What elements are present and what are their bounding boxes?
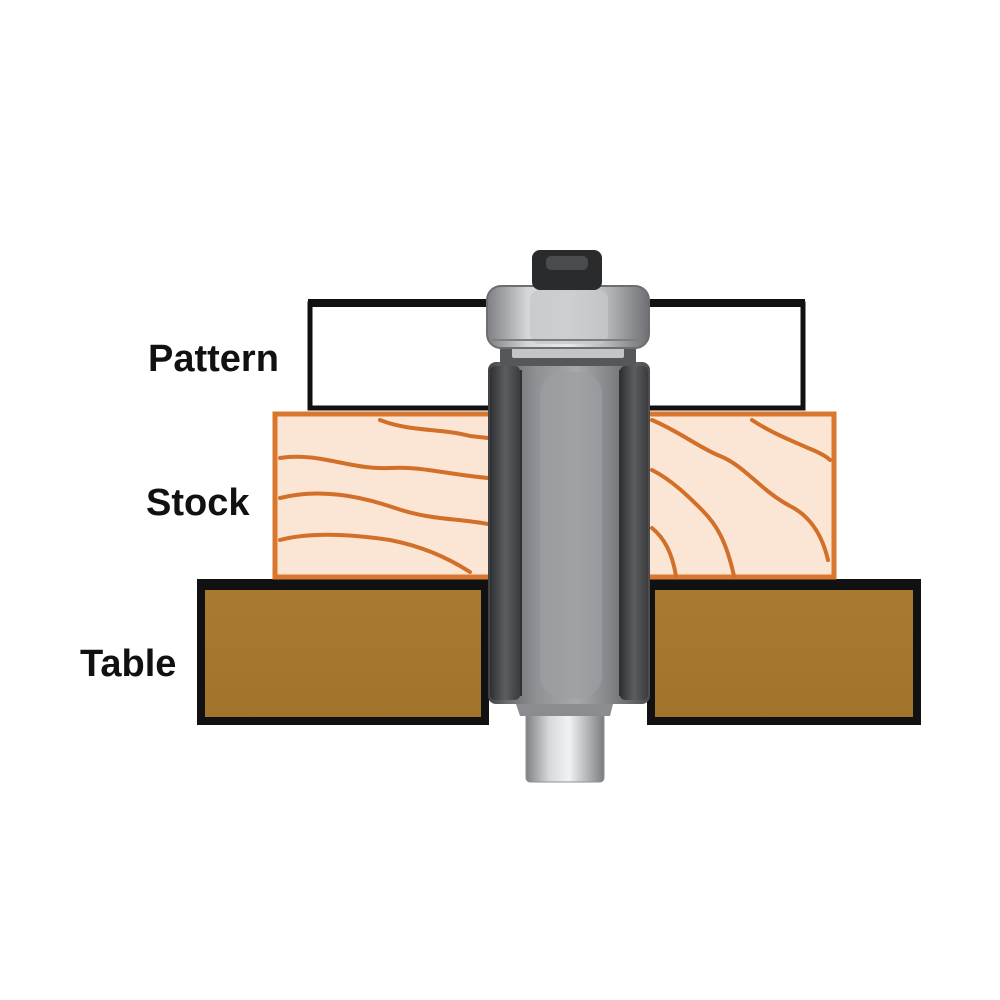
label-stock: Stock [146, 482, 250, 524]
flush-trim-router-bit-icon [486, 250, 650, 783]
wood-grain-lines [278, 418, 832, 578]
bit-flute-right [620, 366, 648, 700]
bearing-spacer-highlight [512, 348, 624, 358]
table-right-slab [647, 579, 921, 725]
set-screw-highlight [546, 256, 588, 270]
label-table: Table [80, 643, 177, 685]
table-layer [197, 579, 921, 725]
label-pattern: Pattern [148, 338, 279, 380]
bearing-inner-ring [530, 290, 608, 344]
bit-center-highlight [540, 372, 602, 698]
bit-flute-left [490, 366, 520, 700]
table-left-slab [197, 579, 489, 725]
guide-bearing-icon [486, 285, 650, 349]
